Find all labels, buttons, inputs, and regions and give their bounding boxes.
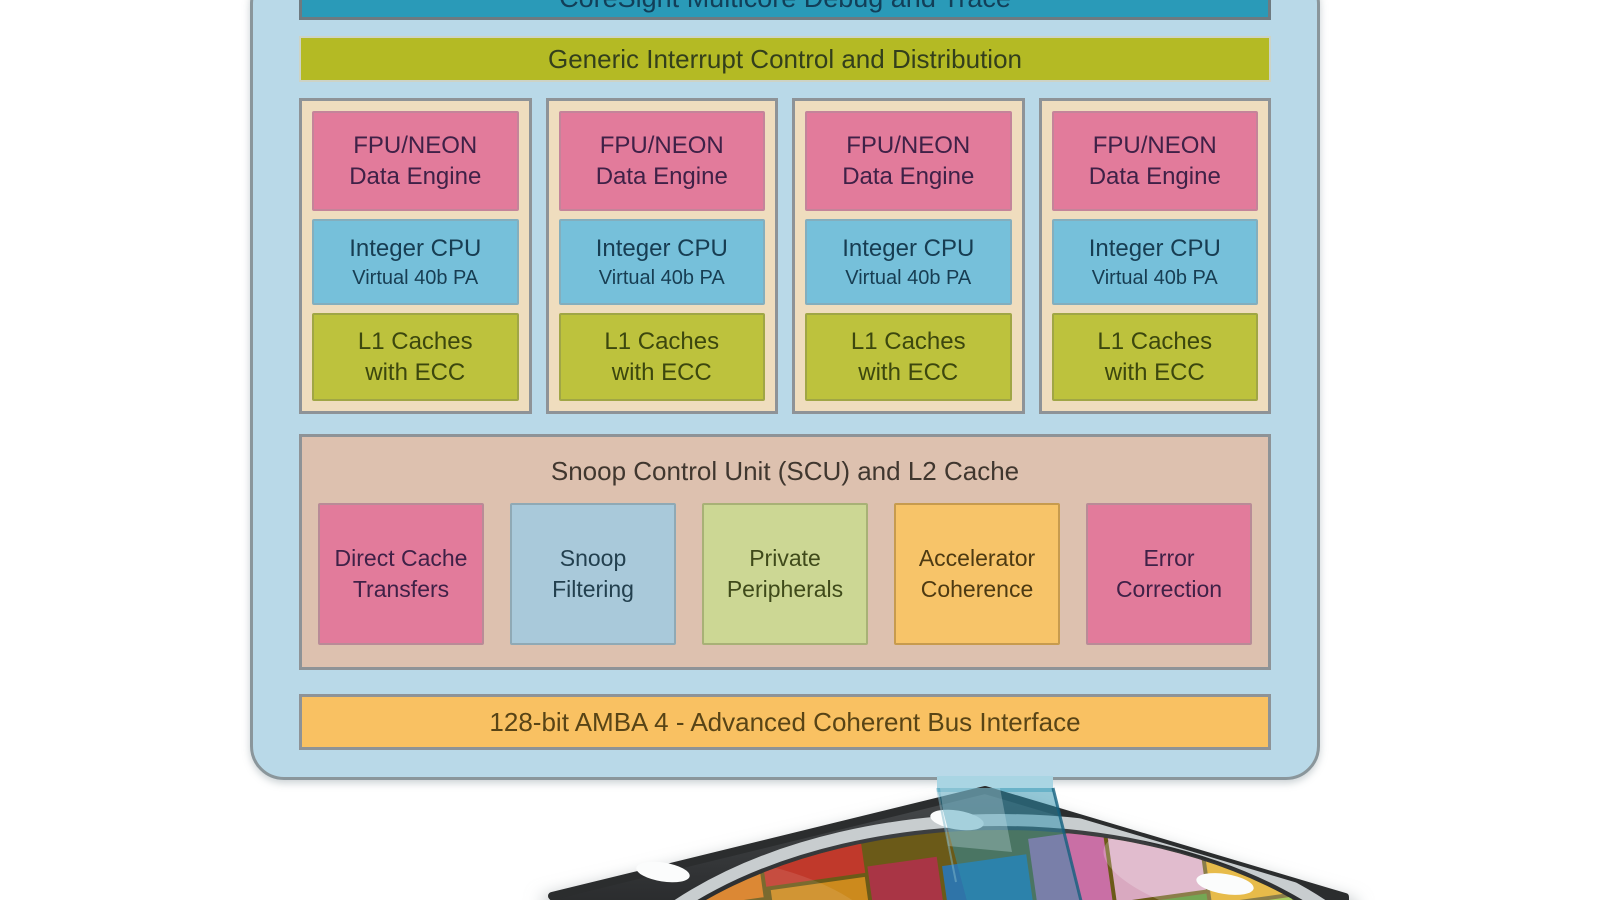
coresight-bar-label: CoreSight Multicore Debug and Trace (559, 0, 1011, 14)
fpu-line-2: Data Engine (595, 163, 728, 190)
scu-title: Snoop Control Unit (SCU) and L2 Cache (550, 456, 1020, 486)
scu-blocks-row: Direct Cache Transfers Snoop Filtering P… (318, 503, 1252, 645)
amba-bus-label: 128-bit AMBA 4 - Advanced Coherent Bus I… (489, 706, 1081, 737)
l1-line-1: L1 Caches (357, 327, 473, 355)
l1-line-2: with ECC (858, 359, 959, 386)
direct-cache-transfers-box: Direct Cache Transfers (318, 503, 484, 645)
fpu-line-2: Data Engine (842, 163, 975, 190)
integer-cpu-box: Integer CPU Virtual 40b PA (558, 219, 765, 305)
core-column-2: FPU/NEON Data Engine Integer CPU Virtual… (545, 98, 778, 414)
scu-block-line: Accelerator (918, 544, 1036, 571)
scu-block-line: Coherence (920, 576, 1034, 602)
fpu-neon-box: FPU/NEON Data Engine (805, 111, 1012, 211)
amba-bus-bar: 128-bit AMBA 4 - Advanced Coherent Bus I… (299, 694, 1271, 750)
cpu-line-1: Integer CPU (842, 235, 975, 263)
cpu-line-1: Integer CPU (595, 235, 728, 263)
cpu-line-2: Virtual 40b PA (845, 266, 972, 289)
core-column-3: FPU/NEON Data Engine Integer CPU Virtual… (792, 98, 1025, 414)
scu-block-line: Correction (1115, 576, 1223, 602)
scu-block-line: Transfers (352, 576, 450, 602)
scu-block-line: Snoop (559, 544, 627, 571)
fpu-line-1: FPU/NEON (1092, 131, 1217, 159)
fpu-neon-box: FPU/NEON Data Engine (1051, 111, 1258, 211)
integer-cpu-box: Integer CPU Virtual 40b PA (805, 219, 1012, 305)
l1-line-1: L1 Caches (850, 327, 966, 355)
fpu-line-1: FPU/NEON (353, 131, 478, 159)
generic-interrupt-label: Generic Interrupt Control and Distributi… (547, 43, 1022, 74)
integer-cpu-box: Integer CPU Virtual 40b PA (1051, 219, 1258, 305)
scu-block-line: Filtering (552, 576, 634, 602)
processor-block-diagram: CoreSight Multicore Debug and Trace Gene… (250, 0, 1320, 780)
scu-block-line: Peripherals (726, 576, 844, 602)
l1-line-2: with ECC (611, 359, 712, 386)
accelerator-coherence-box: Accelerator Coherence (894, 503, 1060, 645)
fpu-line-1: FPU/NEON (599, 131, 724, 159)
l1-cache-box: L1 Caches with ECC (1051, 313, 1258, 401)
fpu-line-1: FPU/NEON (846, 131, 971, 159)
l1-line-1: L1 Caches (604, 327, 720, 355)
cpu-line-1: Integer CPU (349, 235, 482, 263)
zoom-beam-overlay (936, 787, 1083, 900)
cpu-cores-row: FPU/NEON Data Engine Integer CPU Virtual… (299, 98, 1271, 414)
integer-cpu-box: Integer CPU Virtual 40b PA (312, 219, 519, 305)
cpu-line-2: Virtual 40b PA (598, 266, 725, 289)
scu-l2-section: Snoop Control Unit (SCU) and L2 Cache Di… (299, 434, 1271, 670)
cpu-line-2: Virtual 40b PA (1091, 266, 1218, 289)
fpu-line-2: Data Engine (349, 163, 482, 190)
processor-chip-illustration (540, 776, 1349, 900)
snoop-filtering-box: Snoop Filtering (510, 503, 676, 645)
coresight-debug-trace-bar: CoreSight Multicore Debug and Trace (299, 0, 1271, 20)
l1-line-2: with ECC (1104, 359, 1205, 386)
scu-block-line: Error (1143, 544, 1195, 571)
cpu-line-1: Integer CPU (1088, 235, 1221, 263)
generic-interrupt-bar: Generic Interrupt Control and Distributi… (299, 36, 1271, 82)
fpu-neon-box: FPU/NEON Data Engine (558, 111, 765, 211)
private-peripherals-box: Private Peripherals (702, 503, 868, 645)
scu-block-line: Private (749, 544, 821, 571)
l1-cache-box: L1 Caches with ECC (312, 313, 519, 401)
scu-block-line: Direct Cache (334, 544, 468, 571)
fpu-line-2: Data Engine (1088, 163, 1221, 190)
l1-cache-box: L1 Caches with ECC (805, 313, 1012, 401)
l1-line-2: with ECC (365, 359, 466, 386)
core-column-4: FPU/NEON Data Engine Integer CPU Virtual… (1038, 98, 1271, 414)
error-correction-box: Error Correction (1086, 503, 1252, 645)
cpu-line-2: Virtual 40b PA (352, 266, 479, 289)
fpu-neon-box: FPU/NEON Data Engine (312, 111, 519, 211)
l1-cache-box: L1 Caches with ECC (558, 313, 765, 401)
l1-line-1: L1 Caches (1097, 327, 1213, 355)
core-column-1: FPU/NEON Data Engine Integer CPU Virtual… (299, 98, 532, 414)
